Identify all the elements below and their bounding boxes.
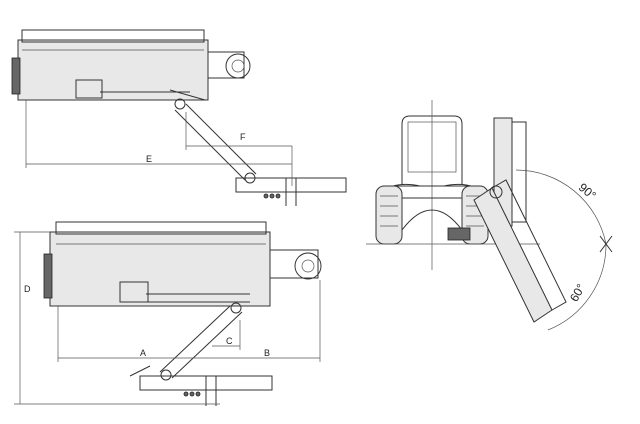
arc-60 (547, 243, 607, 331)
label-c: C (226, 336, 233, 346)
bottom-mower-hood (55, 221, 267, 235)
rear-hitch-block (447, 227, 471, 241)
rear-tractor-view (366, 100, 613, 331)
top-bracket (75, 79, 103, 99)
label-d: D (24, 284, 31, 294)
top-hitch-frame (235, 177, 347, 193)
bottom-bracket (119, 281, 149, 303)
top-mower-side-plate (11, 57, 21, 95)
bottom-mower-assembly (14, 221, 322, 406)
label-a: A (140, 348, 146, 358)
left-wheel (375, 185, 403, 245)
top-arm-lower (174, 109, 246, 181)
top-mower-assembly (11, 29, 347, 206)
bottom-arm-lower (159, 305, 231, 373)
angle-label-60: 60° (567, 281, 588, 304)
top-mower-body (17, 39, 209, 101)
top-mower-hood (21, 29, 205, 43)
arc-90 (515, 169, 607, 245)
angled-mower-head (473, 187, 553, 323)
bottom-gearbox (269, 249, 319, 279)
bottom-mower-side-plate (43, 253, 53, 299)
bottom-mower-body (49, 231, 271, 307)
label-e: E (146, 154, 152, 164)
angle-label-90: 90° (576, 180, 599, 203)
label-f: F (240, 132, 246, 142)
label-b: B (264, 348, 270, 358)
